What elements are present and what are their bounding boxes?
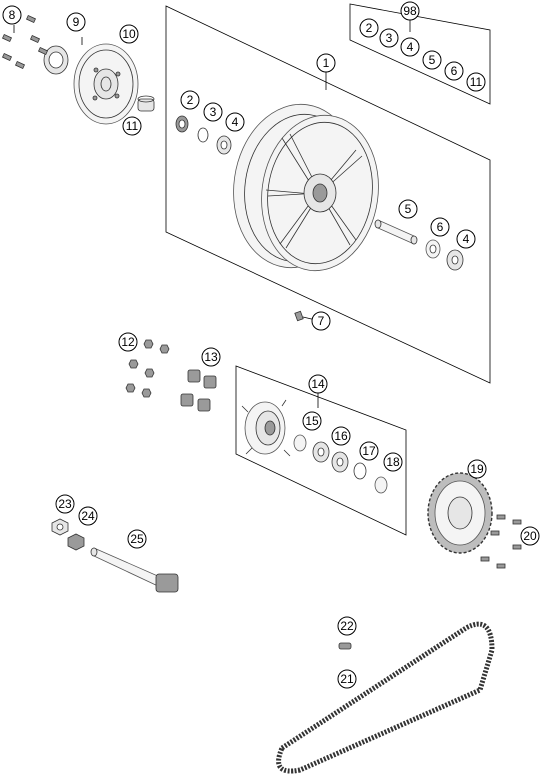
svg-text:16: 16 — [334, 429, 348, 443]
callout-9: 9 — [66, 12, 86, 32]
svg-text:6: 6 — [451, 64, 458, 78]
callout-24: 24 — [78, 506, 98, 526]
carrier-spacer — [293, 434, 307, 452]
nuts-12 — [125, 339, 170, 398]
svg-text:14: 14 — [311, 377, 325, 391]
svg-text:18: 18 — [386, 455, 400, 469]
damper-rubbers — [180, 369, 217, 412]
svg-text:5: 5 — [429, 53, 436, 67]
axle-nut — [51, 518, 69, 536]
wheel-group-frame — [165, 5, 491, 384]
left-circlip — [197, 127, 209, 143]
svg-text:2: 2 — [366, 21, 373, 35]
carrier-seal — [374, 476, 388, 494]
svg-text:6: 6 — [437, 220, 444, 234]
svg-text:4: 4 — [463, 232, 470, 246]
svg-text:11: 11 — [470, 75, 483, 89]
brake-disc — [73, 43, 139, 125]
spacer-sleeve — [374, 219, 418, 245]
svg-text:20: 20 — [523, 529, 537, 543]
callout-13: 13 — [201, 347, 221, 367]
callout-98: 98 — [400, 1, 420, 21]
callout-25: 25 — [127, 529, 147, 549]
tire-valve — [294, 310, 304, 322]
svg-text:23: 23 — [58, 497, 72, 511]
svg-text:9: 9 — [73, 15, 80, 29]
svg-text:8: 8 — [9, 8, 16, 22]
svg-text:2: 2 — [187, 93, 194, 107]
disc-screws — [1, 14, 49, 70]
callout-23: 23 — [55, 494, 75, 514]
callout-16: 16 — [331, 426, 351, 446]
rear-wheel — [233, 103, 379, 272]
spacer-11 — [137, 95, 155, 112]
svg-text:4: 4 — [232, 115, 239, 129]
callout-11: 11 — [122, 116, 142, 136]
svg-text:4: 4 — [407, 40, 414, 54]
callout-3: 3 — [203, 102, 223, 122]
bearing-kit-frame — [349, 3, 491, 105]
svg-text:11: 11 — [126, 119, 139, 133]
svg-text:22: 22 — [340, 619, 354, 633]
callout-kit-6: 6 — [444, 61, 464, 81]
callout-8: 8 — [2, 5, 22, 25]
callout-17: 17 — [359, 441, 379, 461]
svg-text:1: 1 — [323, 56, 330, 70]
callout-6: 6 — [430, 217, 450, 237]
chain-lock — [338, 642, 352, 650]
callout-12: 12 — [118, 332, 138, 352]
callout-19: 19 — [467, 459, 487, 479]
callout-20: 20 — [520, 526, 540, 546]
callout-22: 22 — [337, 616, 357, 636]
sprocket-carrier-frame — [235, 365, 407, 536]
callout-5: 5 — [398, 199, 418, 219]
svg-text:24: 24 — [81, 509, 95, 523]
callout-kit-3: 3 — [379, 28, 399, 48]
rear-axle — [90, 547, 179, 593]
callout-18: 18 — [383, 452, 403, 472]
callout-kit-4: 4 — [400, 37, 420, 57]
svg-text:10: 10 — [122, 27, 136, 41]
carrier-bearing-2 — [331, 451, 349, 473]
svg-text:15: 15 — [305, 414, 319, 428]
callout-7: 7 — [311, 311, 331, 331]
callout-10: 10 — [119, 24, 139, 44]
callout-15: 15 — [302, 411, 322, 431]
svg-text:12: 12 — [121, 335, 135, 349]
right-seal — [425, 239, 441, 259]
svg-text:13: 13 — [204, 350, 218, 364]
svg-text:21: 21 — [340, 672, 354, 686]
svg-text:5: 5 — [405, 202, 412, 216]
callout-4: 4 — [225, 112, 245, 132]
svg-text:7: 7 — [318, 314, 325, 328]
drive-chain — [276, 621, 495, 774]
axle-washer — [67, 533, 85, 551]
right-bearing — [446, 249, 464, 271]
svg-text:25: 25 — [130, 532, 144, 546]
callout-4b: 4 — [456, 229, 476, 249]
svg-text:19: 19 — [470, 462, 484, 476]
callout-21: 21 — [337, 669, 357, 689]
left-seal — [175, 115, 189, 133]
callout-14: 14 — [308, 374, 328, 394]
callout-1: 1 — [316, 53, 336, 73]
sprocket-screws — [480, 514, 522, 569]
svg-text:3: 3 — [386, 31, 393, 45]
callout-2: 2 — [180, 90, 200, 110]
disc-spacer — [43, 45, 69, 75]
carrier-circlip — [353, 462, 367, 480]
callout-kit-5: 5 — [422, 50, 442, 70]
sprocket-carrier — [241, 399, 291, 457]
svg-text:17: 17 — [362, 444, 376, 458]
left-bearing — [216, 135, 232, 155]
svg-text:3: 3 — [210, 105, 217, 119]
callout-kit-2: 2 — [359, 18, 379, 38]
svg-text:98: 98 — [403, 4, 417, 18]
carrier-bearing — [312, 441, 330, 463]
rear-sprocket — [427, 472, 493, 554]
callout-kit-11: 11 — [466, 72, 486, 92]
